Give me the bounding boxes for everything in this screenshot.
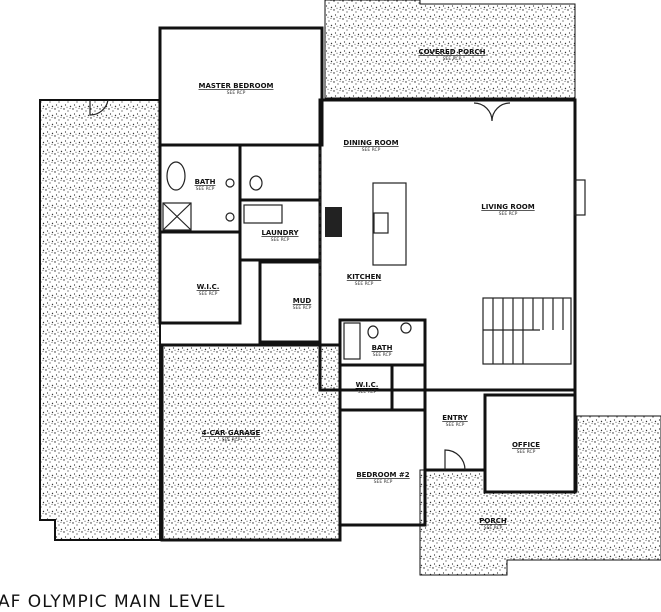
room-label-wic-2: W.I.C.SEE RCP bbox=[356, 381, 379, 395]
svg-text:LAUNDRY: LAUNDRY bbox=[261, 229, 299, 237]
sink bbox=[225, 212, 235, 222]
svg-text:COVERED PORCH: COVERED PORCH bbox=[419, 48, 486, 56]
svg-text:SEE RCP: SEE RCP bbox=[484, 525, 503, 531]
plan-title: AF OLYMPIC MAIN LEVEL bbox=[0, 592, 226, 612]
svg-text:BATH: BATH bbox=[195, 178, 216, 186]
front-porch-area bbox=[419, 415, 661, 576]
svg-text:PORCH: PORCH bbox=[479, 517, 507, 525]
svg-text:SEE RCP: SEE RCP bbox=[355, 281, 374, 287]
svg-text:SEE RCP: SEE RCP bbox=[374, 479, 393, 485]
kitchen-sink bbox=[373, 212, 389, 234]
svg-text:W.I.C.: W.I.C. bbox=[356, 381, 379, 389]
svg-text:SEE RCP: SEE RCP bbox=[293, 305, 312, 311]
svg-text:W.I.C.: W.I.C. bbox=[197, 283, 220, 291]
svg-text:SEE RCP: SEE RCP bbox=[373, 352, 392, 358]
svg-text:OFFICE: OFFICE bbox=[512, 441, 540, 449]
svg-text:SEE RCP: SEE RCP bbox=[358, 389, 377, 395]
svg-text:MUD: MUD bbox=[293, 297, 312, 305]
svg-text:DINING ROOM: DINING ROOM bbox=[343, 139, 398, 147]
front-door[interactable] bbox=[444, 449, 466, 471]
svg-text:SEE RCP: SEE RCP bbox=[222, 437, 241, 443]
kitchen-island bbox=[372, 182, 407, 266]
svg-text:BATH: BATH bbox=[372, 344, 393, 352]
toilet-2 bbox=[367, 325, 379, 339]
mud-walls bbox=[258, 260, 322, 344]
garage-side-door[interactable] bbox=[89, 99, 109, 116]
svg-text:BEDROOM #2: BEDROOM #2 bbox=[356, 471, 409, 479]
patio-doors[interactable] bbox=[473, 102, 511, 122]
fireplace bbox=[574, 179, 586, 216]
sink bbox=[225, 178, 235, 188]
bathtub bbox=[166, 161, 186, 191]
svg-text:ENTRY: ENTRY bbox=[442, 414, 468, 422]
svg-text:LIVING ROOM: LIVING ROOM bbox=[481, 203, 534, 211]
side-yard-slab bbox=[39, 99, 161, 541]
svg-text:4-CAR GARAGE: 4-CAR GARAGE bbox=[202, 429, 261, 437]
svg-text:SEE RCP: SEE RCP bbox=[227, 90, 246, 96]
svg-text:SEE RCP: SEE RCP bbox=[362, 147, 381, 153]
shower-drain bbox=[162, 202, 192, 231]
range bbox=[325, 207, 342, 237]
toilet bbox=[249, 175, 263, 191]
bedroom-wing-walls bbox=[338, 318, 427, 527]
room-label-master-wic: W.I.C.SEE RCP bbox=[197, 283, 220, 297]
svg-text:SEE RCP: SEE RCP bbox=[517, 449, 536, 455]
sink-2 bbox=[400, 322, 412, 334]
svg-text:SEE RCP: SEE RCP bbox=[199, 291, 218, 297]
svg-text:SEE RCP: SEE RCP bbox=[446, 422, 465, 428]
svg-text:SEE RCP: SEE RCP bbox=[196, 186, 215, 192]
svg-text:MASTER BEDROOM: MASTER BEDROOM bbox=[199, 82, 274, 90]
garage-floor bbox=[160, 343, 342, 542]
covered-porch-area bbox=[324, 0, 576, 99]
stairs bbox=[482, 297, 572, 365]
washer-dryer bbox=[243, 204, 283, 224]
bathtub-2 bbox=[343, 322, 361, 360]
svg-text:SEE RCP: SEE RCP bbox=[499, 211, 518, 217]
svg-text:KITCHEN: KITCHEN bbox=[347, 273, 382, 281]
shower bbox=[162, 202, 192, 231]
svg-text:SEE RCP: SEE RCP bbox=[443, 56, 462, 62]
svg-text:SEE RCP: SEE RCP bbox=[271, 237, 290, 243]
